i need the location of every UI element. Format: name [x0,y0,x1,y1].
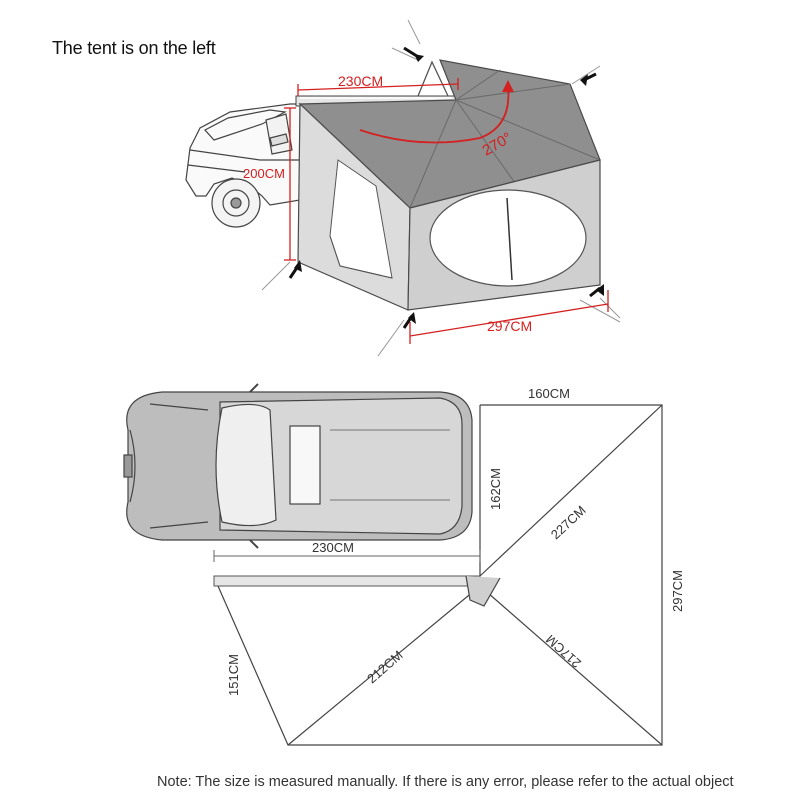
window-zipper [506,197,513,281]
dim-side-label: 162CM [488,468,503,510]
awning-outline [217,404,663,746]
plan-view: 160CM 162CM 227CM 230CM 297CM 217CM 212C… [123,383,685,746]
dimension-lines-red [284,78,609,344]
dim-width-label: 230CM [338,73,383,89]
caption: The tent is on the left [52,38,216,58]
car-side-view [185,103,301,228]
perspective-illustration: 270° 230CM 200CM 297CM [185,19,621,357]
dim-diag-left-label: 212CM [364,647,405,686]
dim-right-label: 297CM [670,570,685,612]
dim-length-label: 297CM [487,318,532,334]
car-top-view [123,383,473,549]
front-window [429,189,587,287]
measurement-note: Note: The size is measured manually. If … [157,774,734,790]
anchor-arrows [288,46,604,329]
dim-left-label: 151CM [226,654,241,696]
dim-diag-bottom-label: 217CM [543,632,584,671]
plan-dimension-lines [213,550,481,562]
plan-awning-bar [213,575,481,587]
dim-height-label: 200CM [243,166,285,181]
rotation-arc [359,85,510,144]
dim-diag-top-label: 227CM [548,503,589,543]
dim-car-length-label: 230CM [312,540,354,555]
dim-top-label: 160CM [528,386,570,401]
guy-ropes [261,19,621,357]
